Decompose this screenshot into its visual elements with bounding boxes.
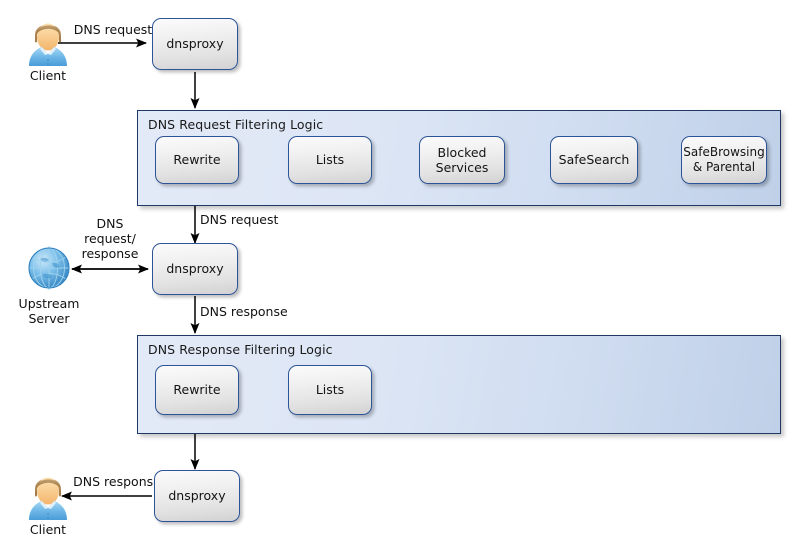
- dnsproxy-bottom-label: dnsproxy: [168, 488, 226, 504]
- edge-label-dnsproxy-to-response-filtering: DNS response: [200, 304, 288, 319]
- req-lists-node[interactable]: Lists: [288, 136, 372, 184]
- req-blocked-services-node[interactable]: Blocked Services: [419, 136, 505, 184]
- req-blocked-services-label-1: Blocked: [437, 144, 487, 160]
- user-avatar-icon: [20, 464, 76, 520]
- client-bottom-caption: Client: [29, 522, 67, 537]
- res-lists-node[interactable]: Lists: [288, 365, 372, 415]
- req-rewrite-node[interactable]: Rewrite: [155, 136, 239, 184]
- req-safesearch-node[interactable]: SafeSearch: [550, 136, 638, 184]
- client-top-caption: Client: [29, 68, 67, 83]
- upstream-caption: Upstream Server: [18, 296, 80, 326]
- req-rewrite-label: Rewrite: [173, 152, 221, 168]
- req-safebrowsing-node[interactable]: SafeBrowsing & Parental: [681, 136, 767, 184]
- request-filtering-title: DNS Request Filtering Logic: [148, 117, 324, 132]
- edge-label-dnsproxy-to-client: DNS response: [73, 474, 161, 489]
- response-filtering-group: DNS Response Filtering Logic: [137, 335, 781, 434]
- req-safebrowsing-label-1: SafeBrowsing: [683, 145, 765, 160]
- response-filtering-title: DNS Response Filtering Logic: [148, 342, 333, 357]
- dnsproxy-top-label: dnsproxy: [166, 36, 224, 52]
- req-safesearch-label: SafeSearch: [558, 152, 630, 168]
- dnsproxy-middle-label: dnsproxy: [166, 261, 224, 277]
- edge-label-upstream-exchange: DNS request/ response: [81, 216, 139, 261]
- edge-label-request-filtering-to-dnsproxy: DNS request: [200, 212, 279, 227]
- dnsproxy-middle-node[interactable]: dnsproxy: [152, 243, 238, 295]
- globe-icon: [22, 241, 76, 295]
- dnsproxy-bottom-node[interactable]: dnsproxy: [154, 470, 240, 522]
- res-rewrite-node[interactable]: Rewrite: [155, 365, 239, 415]
- req-safebrowsing-label-2: & Parental: [692, 160, 756, 174]
- dnsproxy-top-node[interactable]: dnsproxy: [152, 18, 238, 70]
- req-lists-label: Lists: [315, 152, 345, 168]
- user-avatar-icon: [20, 10, 76, 66]
- res-rewrite-label: Rewrite: [173, 382, 221, 398]
- res-lists-label: Lists: [315, 382, 345, 398]
- edge-label-client-to-dnsproxy: DNS request: [73, 22, 153, 37]
- req-blocked-services-label-2: Services: [435, 160, 489, 175]
